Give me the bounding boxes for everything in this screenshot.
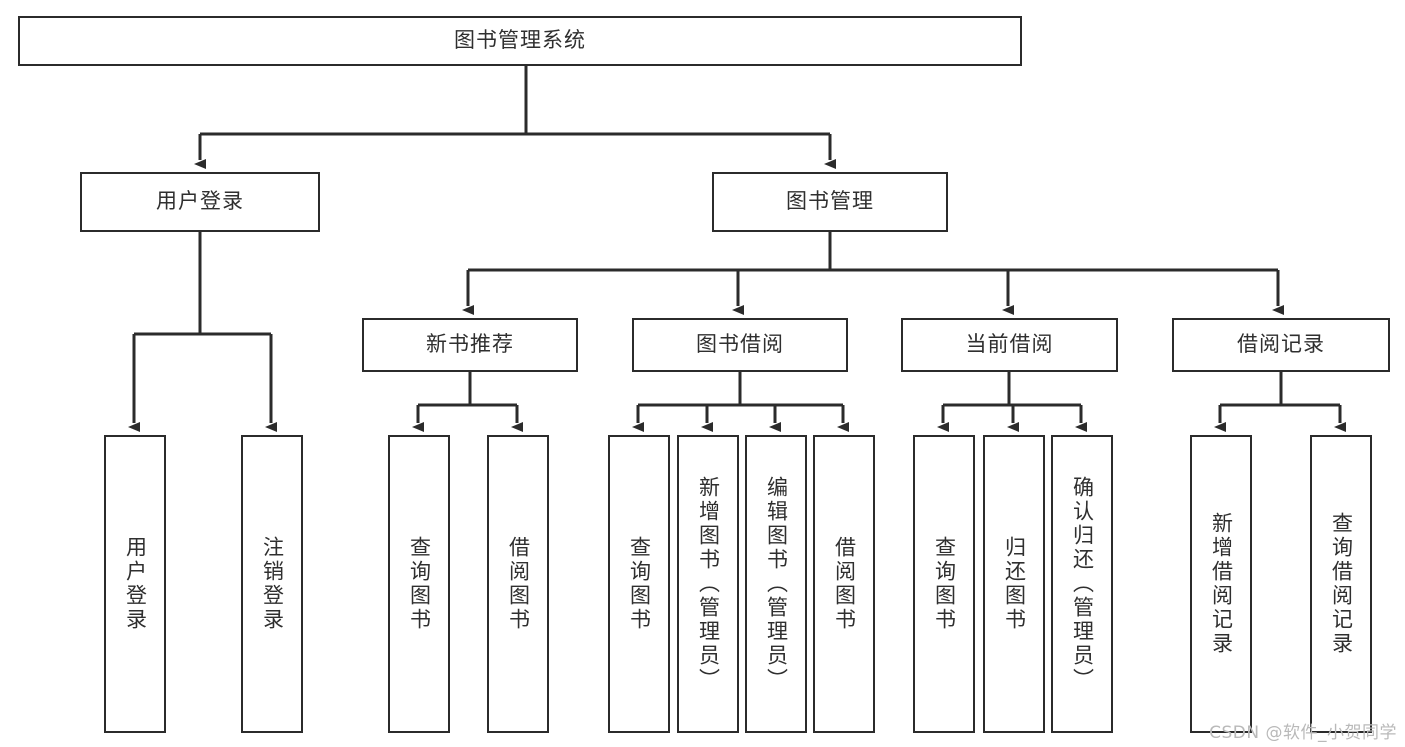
node-leaf-0-label: 用户登录 xyxy=(123,536,148,632)
node-leaf-12-label: 查询借阅记录 xyxy=(1329,512,1354,656)
node-leaf-7-label: 借阅图书 xyxy=(832,536,857,632)
node-level2-0[interactable]: 新书推荐 xyxy=(362,318,578,372)
node-leaf-1-label: 注销登录 xyxy=(260,536,285,632)
node-leaf-6[interactable]: 编辑图书（管理员） xyxy=(745,435,807,733)
node-leaf-8-label: 查询图书 xyxy=(932,536,957,632)
node-leaf-3[interactable]: 借阅图书 xyxy=(487,435,549,733)
node-leaf-4-label: 查询图书 xyxy=(627,536,652,632)
node-level1-0-label: 用户登录 xyxy=(156,189,244,214)
node-leaf-0[interactable]: 用户登录 xyxy=(104,435,166,733)
node-leaf-5-label: 新增图书（管理员） xyxy=(696,476,721,692)
node-root[interactable]: 图书管理系统 xyxy=(18,16,1022,66)
node-leaf-5[interactable]: 新增图书（管理员） xyxy=(677,435,739,733)
node-leaf-11[interactable]: 新增借阅记录 xyxy=(1190,435,1252,733)
node-level2-3[interactable]: 借阅记录 xyxy=(1172,318,1390,372)
node-level2-2[interactable]: 当前借阅 xyxy=(901,318,1118,372)
node-leaf-3-label: 借阅图书 xyxy=(506,536,531,632)
node-leaf-2[interactable]: 查询图书 xyxy=(388,435,450,733)
node-leaf-8[interactable]: 查询图书 xyxy=(913,435,975,733)
node-root-label: 图书管理系统 xyxy=(454,28,586,53)
node-level2-1[interactable]: 图书借阅 xyxy=(632,318,848,372)
node-leaf-10[interactable]: 确认归还（管理员） xyxy=(1051,435,1113,733)
node-level1-1-label: 图书管理 xyxy=(786,189,874,214)
node-level2-1-label: 图书借阅 xyxy=(696,332,784,357)
node-leaf-12[interactable]: 查询借阅记录 xyxy=(1310,435,1372,733)
node-leaf-1[interactable]: 注销登录 xyxy=(241,435,303,733)
node-level1-1[interactable]: 图书管理 xyxy=(712,172,948,232)
node-level2-3-label: 借阅记录 xyxy=(1237,332,1325,357)
node-leaf-10-label: 确认归还（管理员） xyxy=(1070,476,1095,692)
node-leaf-9-label: 归还图书 xyxy=(1002,536,1027,632)
node-level1-0[interactable]: 用户登录 xyxy=(80,172,320,232)
node-leaf-9[interactable]: 归还图书 xyxy=(983,435,1045,733)
node-level2-0-label: 新书推荐 xyxy=(426,332,514,357)
watermark: CSDN @软件_小贺同学 xyxy=(1209,723,1397,743)
node-leaf-4[interactable]: 查询图书 xyxy=(608,435,670,733)
node-leaf-2-label: 查询图书 xyxy=(407,536,432,632)
node-level2-2-label: 当前借阅 xyxy=(965,332,1054,357)
node-leaf-11-label: 新增借阅记录 xyxy=(1209,512,1234,656)
node-leaf-7[interactable]: 借阅图书 xyxy=(813,435,875,733)
node-leaf-6-label: 编辑图书（管理员） xyxy=(764,476,789,692)
